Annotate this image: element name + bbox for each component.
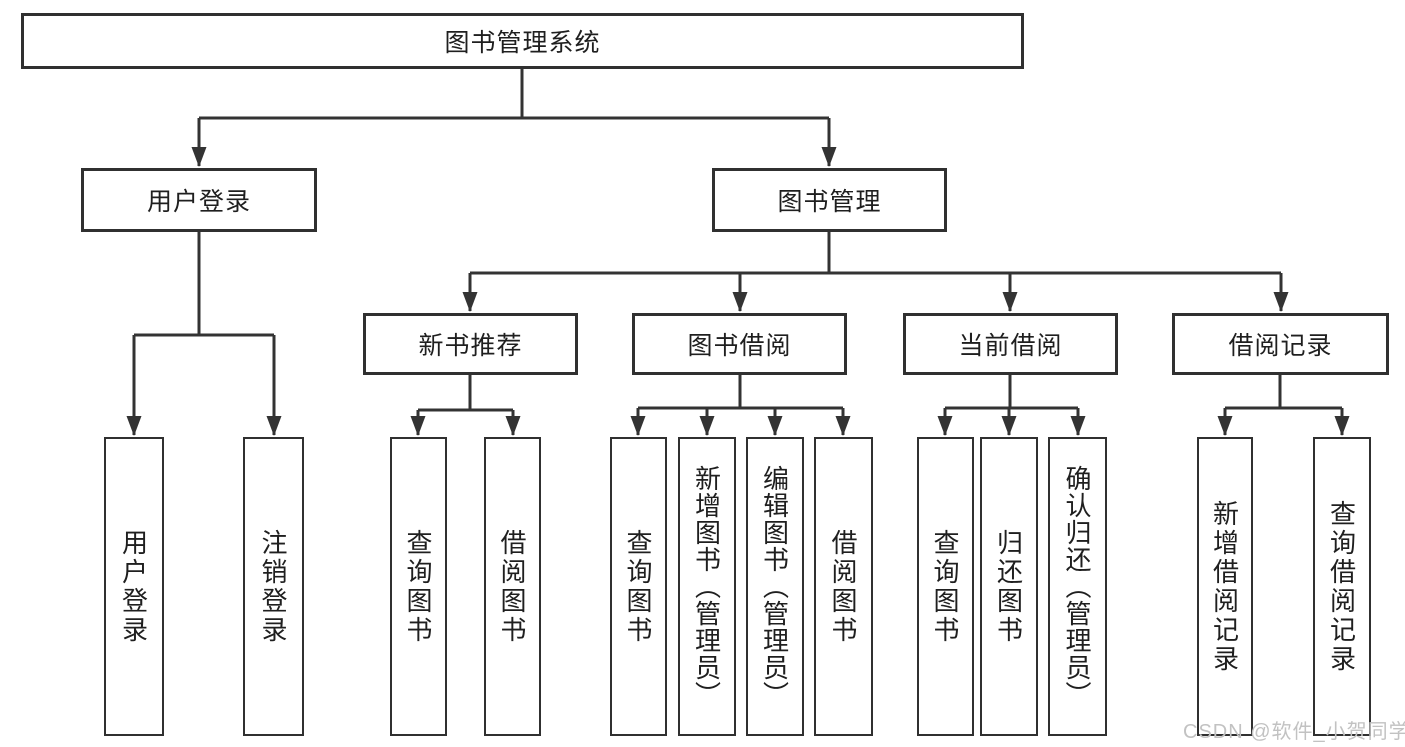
connector-user-login-to-leaves: [126, 232, 282, 436]
leaf-label: 编辑图书（管理员）: [759, 465, 790, 708]
connector-new-book-to-leaves: [410, 375, 521, 436]
connector-root-to-level2: [191, 69, 837, 167]
node-leaf-borrow-books: 借阅图书: [814, 437, 873, 736]
node-book-borrow: 图书借阅: [632, 313, 847, 375]
connector-book-mgmt-to-level3: [462, 232, 1289, 312]
leaf-label: 借阅图书: [828, 528, 858, 645]
node-leaf-logout: 注销登录: [243, 437, 304, 736]
leaf-label: 用户登录: [118, 528, 149, 645]
leaf-label: 归还图书: [993, 528, 1024, 645]
node-leaf-query-books-borrow: 查询图书: [610, 437, 667, 736]
node-leaf-add-borrow-record: 新增借阅记录: [1197, 437, 1253, 736]
leaf-label: 新增借阅记录: [1209, 499, 1240, 674]
node-borrow-record-label: 借阅记录: [1228, 332, 1333, 360]
node-leaf-edit-books-admin: 编辑图书（管理员）: [746, 437, 804, 736]
csdn-watermark: CSDN @软件_小贺同学: [1183, 721, 1405, 743]
connector-borrow-record-to-leaves: [1217, 375, 1350, 436]
node-current-borrow-label: 当前借阅: [958, 332, 1063, 360]
node-borrow-record: 借阅记录: [1172, 313, 1389, 375]
node-root-system: 图书管理系统: [21, 13, 1024, 69]
leaf-label: 借阅图书: [497, 528, 527, 645]
node-leaf-add-books-admin: 新增图书（管理员）: [678, 437, 736, 736]
node-leaf-borrow-books-recommend: 借阅图书: [484, 437, 541, 736]
node-root-label: 图书管理系统: [444, 29, 601, 57]
leaf-label: 确认归还（管理员）: [1062, 465, 1092, 708]
node-leaf-confirm-return-admin: 确认归还（管理员）: [1048, 437, 1107, 736]
node-user-login-label: 用户登录: [146, 188, 251, 216]
leaf-label: 查询图书: [930, 528, 960, 645]
leaf-label: 查询图书: [623, 528, 653, 645]
node-new-book-recommend: 新书推荐: [363, 313, 578, 375]
node-book-management: 图书管理: [712, 168, 947, 232]
node-leaf-query-books-recommend: 查询图书: [390, 437, 447, 736]
node-leaf-query-borrow-record: 查询借阅记录: [1313, 437, 1371, 736]
node-current-borrow: 当前借阅: [903, 313, 1118, 375]
connector-book-borrow-to-leaves: [630, 375, 851, 436]
node-book-borrow-label: 图书借阅: [687, 332, 792, 360]
node-leaf-query-books-current: 查询图书: [917, 437, 974, 736]
node-leaf-return-books: 归还图书: [980, 437, 1038, 736]
node-user-login: 用户登录: [81, 168, 317, 232]
connector-current-borrow-to-leaves: [937, 375, 1086, 436]
leaf-label: 查询图书: [403, 528, 433, 645]
leaf-label: 新增图书（管理员）: [691, 465, 722, 708]
leaf-label: 注销登录: [258, 528, 288, 645]
node-book-management-label: 图书管理: [777, 188, 882, 216]
leaf-label: 查询借阅记录: [1326, 499, 1357, 674]
node-leaf-user-login: 用户登录: [104, 437, 164, 736]
node-new-book-recommend-label: 新书推荐: [418, 332, 523, 360]
